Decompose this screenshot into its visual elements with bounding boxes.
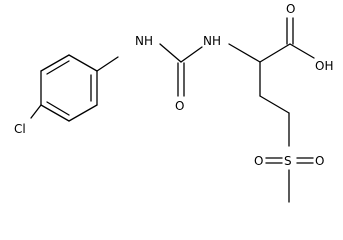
ring-bond: [68, 54, 98, 72]
ring-bond: [40, 54, 70, 72]
n-alpha-carbon-bond: [228, 43, 261, 63]
aryl-n-bond: [96, 56, 119, 72]
sulfur-atom-label: S: [284, 154, 292, 168]
carboxyl-oxygen-label: O: [286, 2, 295, 16]
chlorophenyl-ring: [40, 54, 98, 122]
carbonyl-n-bond: [180, 46, 203, 63]
urea-oxygen-label: O: [175, 99, 184, 113]
ring-bond: [68, 104, 98, 122]
structure-diagram: Cl NH O NH O OH S O: [14, 2, 333, 203]
ring-bond: [40, 104, 70, 122]
c-cl-bond: [30, 104, 42, 119]
alpha-nh-label: NH: [203, 34, 221, 48]
sulfonyl-oxygen-right-label: O: [315, 154, 324, 168]
carboxyl-oh-bond: [289, 43, 315, 59]
sulfonyl-oxygen-left-label: O: [254, 154, 263, 168]
n-carbonyl-bond: [159, 43, 182, 63]
hydroxyl-label: OH: [315, 59, 333, 73]
ring-double-bond: [46, 101, 70, 116]
aryl-nh-label: NH: [135, 34, 153, 48]
chlorine-atom-label: Cl: [14, 122, 26, 136]
alpha-carboxyl-bond: [259, 43, 291, 63]
ring-double-bond: [46, 60, 70, 75]
molecule-drawing: Cl NH O NH O OH S O: [14, 2, 333, 203]
side-chain-bond-2: [259, 95, 290, 114]
